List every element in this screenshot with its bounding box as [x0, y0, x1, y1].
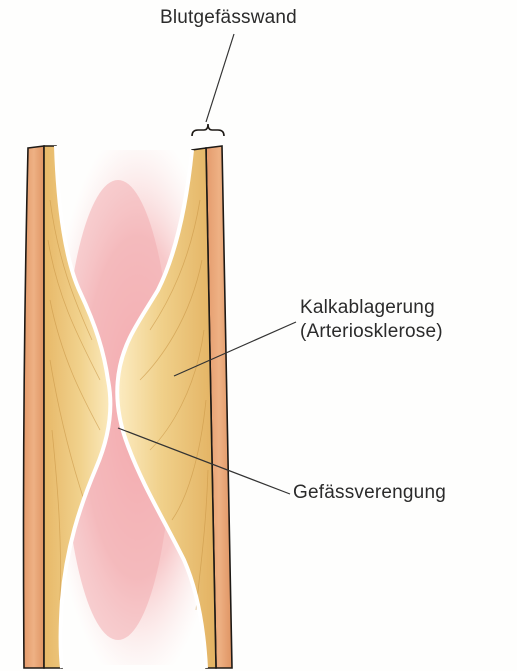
- vessel-wall-bracket: [192, 124, 224, 136]
- left-vessel-wall: [24, 146, 45, 668]
- leader-line-vessel-wall: [206, 34, 234, 122]
- label-calcification-line1: Kalkablagerung: [300, 296, 443, 320]
- label-calcification-line2: (Arteriosklerose): [300, 320, 443, 344]
- label-vessel-wall: Blutgefässwand: [160, 6, 297, 30]
- label-calcification: Kalkablagerung (Arteriosklerose): [300, 296, 443, 344]
- label-narrowing: Gefässverengung: [293, 481, 446, 505]
